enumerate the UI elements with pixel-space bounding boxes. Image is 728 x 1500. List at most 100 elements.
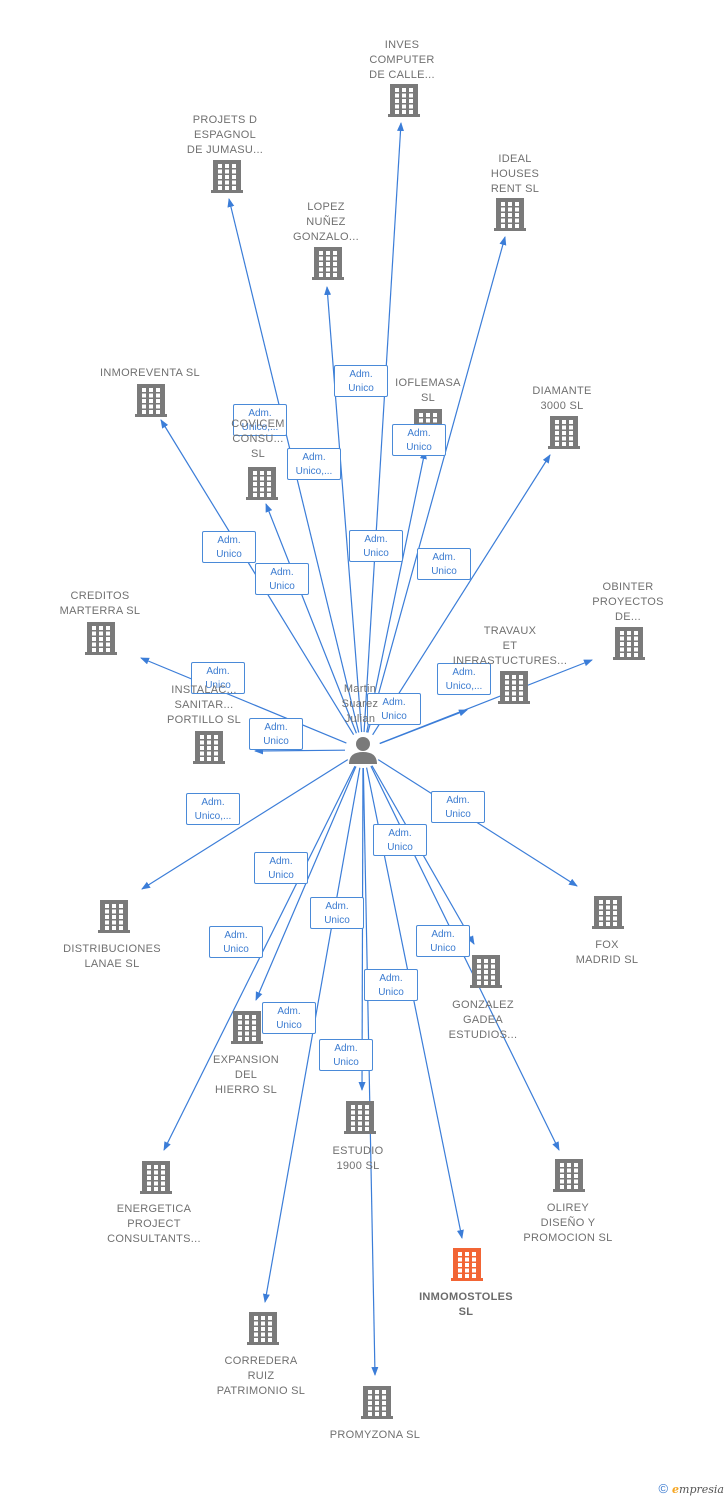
building-icon[interactable] <box>613 627 645 660</box>
edge-label-ideal[interactable]: Adm.Unico <box>392 424 446 456</box>
building-icon[interactable] <box>470 955 502 988</box>
edge-inves <box>363 122 405 733</box>
icon-layer <box>85 84 645 1419</box>
edge-label-distribuciones[interactable]: Adm.Unico,... <box>186 793 240 825</box>
building-icon[interactable] <box>548 416 580 449</box>
label-line: HOUSES <box>490 168 540 180</box>
building-icon[interactable] <box>193 731 225 764</box>
label-line: COVICEM <box>231 418 285 430</box>
edge-label-olirey[interactable]: Adm. Unico <box>416 925 470 957</box>
node-label-instalac[interactable]: INSTALAC...SANITAR...PORTILLO SL <box>139 683 269 728</box>
edge-label-line: Adm. <box>379 973 403 984</box>
node-label-promyzona[interactable]: PROMYZONA SL <box>310 1428 440 1443</box>
building-icon[interactable] <box>451 1248 483 1281</box>
edge-label-gonzalez[interactable]: Adm.Unico <box>373 824 427 856</box>
label-line: Julian <box>344 713 376 725</box>
edge-label-inmoreventa[interactable]: Adm.Unico <box>202 531 256 563</box>
edge-label-line: Unico <box>378 987 404 998</box>
label-line: ET <box>502 640 518 652</box>
label-line: PORTILLO SL <box>166 714 242 726</box>
edge-label-line: Unico <box>381 711 407 722</box>
edge-label-projets[interactable]: Adm.Unico,... <box>233 404 287 436</box>
edge-label-line: Unico <box>387 842 413 853</box>
edge-label-corredera[interactable]: Adm.Unico <box>262 1002 316 1034</box>
edge-label-line: Adm. <box>277 1006 301 1017</box>
edge-label-diamante[interactable]: Adm. Unico <box>417 548 471 580</box>
label-line: PROMYZONA SL <box>329 1429 421 1441</box>
edge-label-line: Unico,... <box>194 811 232 822</box>
building-icon[interactable] <box>361 1386 393 1419</box>
edge-covicem <box>265 503 357 734</box>
edge-label-line: Adm. <box>264 722 288 733</box>
edge-label-inmomostoles[interactable]: Adm. Unico <box>364 969 418 1001</box>
label-line: Martin <box>343 683 377 695</box>
edge-label-inves[interactable]: Adm.Unico <box>334 365 388 397</box>
edge-label-lopez[interactable]: Adm.Unico,... <box>287 448 341 480</box>
edge-label-expansion[interactable]: Adm.Unico <box>254 852 308 884</box>
building-icon[interactable] <box>98 900 130 933</box>
label-line: OLIREY <box>546 1202 590 1214</box>
edge-label-line: Adm. <box>206 666 230 677</box>
edge-label-fox[interactable]: Adm.Unico <box>431 791 485 823</box>
label-line: IDEAL <box>498 153 532 165</box>
building-icon[interactable] <box>388 84 420 117</box>
node-label-inmoreventa[interactable]: INMOREVENTA SL <box>85 366 215 381</box>
building-icon[interactable] <box>312 247 344 280</box>
empresia-credit[interactable]: ©empresia <box>658 1481 724 1496</box>
edge-label-line: Adm. <box>349 369 373 380</box>
edge-label-line: Unico <box>263 736 289 747</box>
building-icon[interactable] <box>135 384 167 417</box>
label-line: DISTRIBUCIONES <box>63 943 161 955</box>
edge-label-instalac[interactable]: Adm. Unico <box>249 718 303 750</box>
edge-label-covicem[interactable]: Adm.Unico <box>255 563 309 595</box>
building-icon[interactable] <box>498 671 530 704</box>
edge-label-line: Adm. <box>431 929 455 940</box>
building-icon[interactable] <box>231 1011 263 1044</box>
edge-label-line: Unico <box>431 566 457 577</box>
label-line: CORREDERA <box>224 1355 298 1367</box>
edge-label-line: Adm. <box>432 552 456 563</box>
building-icon[interactable] <box>247 1312 279 1345</box>
building-icon[interactable] <box>553 1159 585 1192</box>
building-icon[interactable] <box>344 1101 376 1134</box>
building-icon[interactable] <box>140 1161 172 1194</box>
label-line: RUIZ <box>247 1370 275 1382</box>
building-icon[interactable] <box>246 467 278 500</box>
label-line: COMPUTER <box>369 54 435 66</box>
building-icon[interactable] <box>85 622 117 655</box>
edge-label-estudio[interactable]: Adm.Unico <box>310 897 364 929</box>
person-icon[interactable] <box>349 737 377 764</box>
building-icon[interactable] <box>211 160 243 193</box>
edge-label-ioflemasa[interactable]: Adm.Unico <box>349 530 403 562</box>
edge-label-promyzona[interactable]: Adm.Unico <box>319 1039 373 1071</box>
building-icon[interactable] <box>592 896 624 929</box>
edge-label-obinter[interactable]: Adm.Unico,... <box>437 663 491 695</box>
building-icon[interactable] <box>494 198 526 231</box>
copyright-icon: © <box>658 1481 669 1496</box>
edge-label-line: Unico <box>430 943 456 954</box>
edge-label-energetica[interactable]: Adm.Unico <box>209 926 263 958</box>
edge-label-travaux[interactable]: Adm.Unico <box>367 693 421 725</box>
edge-label-creditos[interactable]: Adm.Unico <box>191 662 245 694</box>
